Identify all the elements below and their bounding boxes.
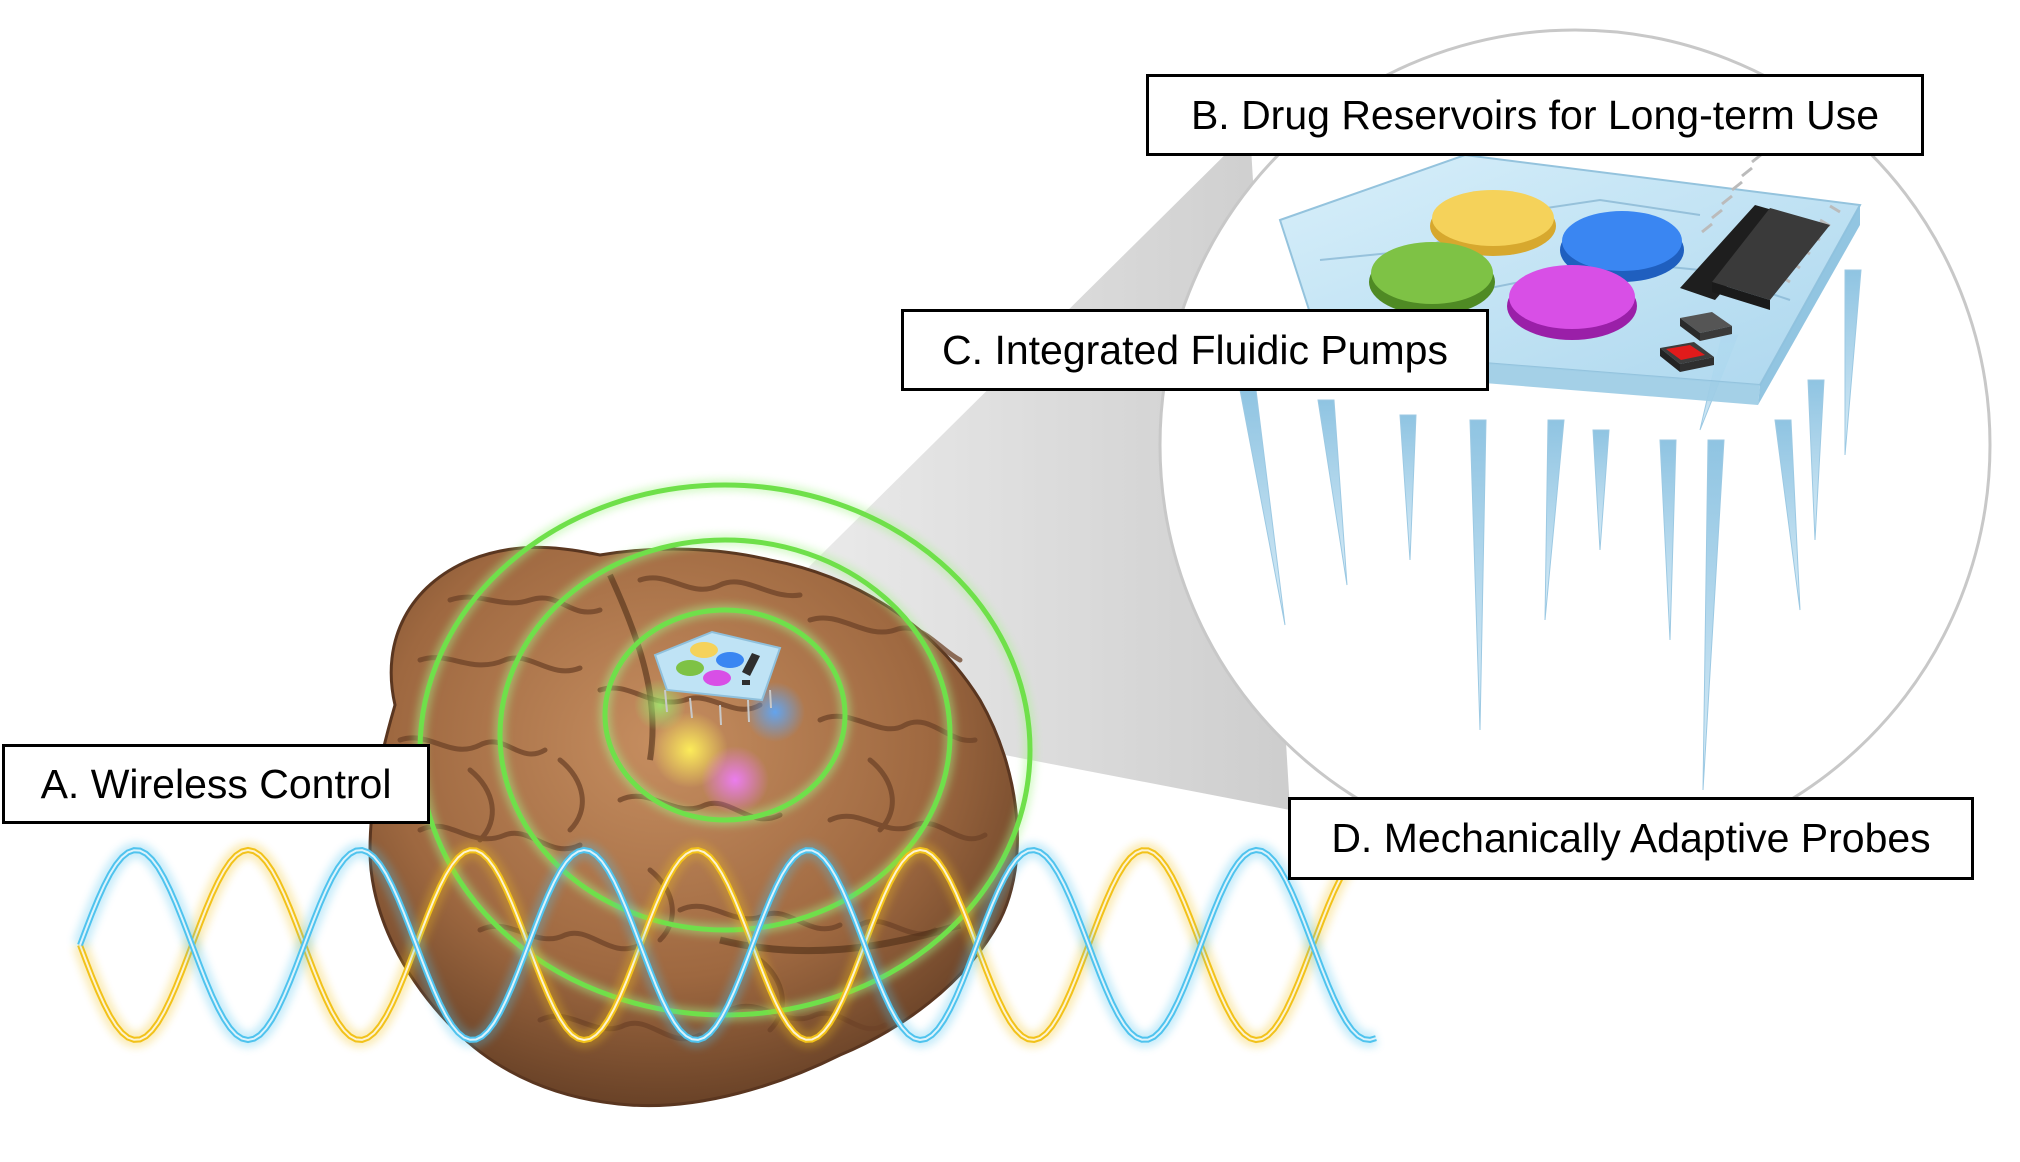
wave-yellow-highlight bbox=[79, 848, 1377, 1042]
probes bbox=[1239, 269, 1862, 791]
label-fluidic-pumps: C. Integrated Fluidic Pumps bbox=[901, 309, 1489, 391]
wireless-signal-rings bbox=[414, 479, 1036, 1021]
reservoir-blue bbox=[1560, 211, 1684, 282]
label-wireless-control: A. Wireless Control bbox=[2, 744, 430, 824]
fluidic-pumps bbox=[1660, 312, 1732, 372]
drug-reservoirs bbox=[1369, 190, 1684, 340]
label-drug-reservoirs: B. Drug Reservoirs for Long-term Use bbox=[1146, 74, 1924, 156]
reservoir-magenta bbox=[1507, 265, 1637, 340]
wireless-waves bbox=[72, 841, 1379, 1049]
reservoir-yellow bbox=[1430, 190, 1556, 256]
drug-release-glow bbox=[634, 679, 805, 814]
wave-blue-highlight bbox=[79, 848, 1377, 1042]
label-adaptive-probes: D. Mechanically Adaptive Probes bbox=[1288, 797, 1974, 880]
microchip bbox=[1680, 152, 1841, 310]
implanted-device bbox=[653, 630, 782, 726]
reservoir-green bbox=[1369, 242, 1495, 315]
